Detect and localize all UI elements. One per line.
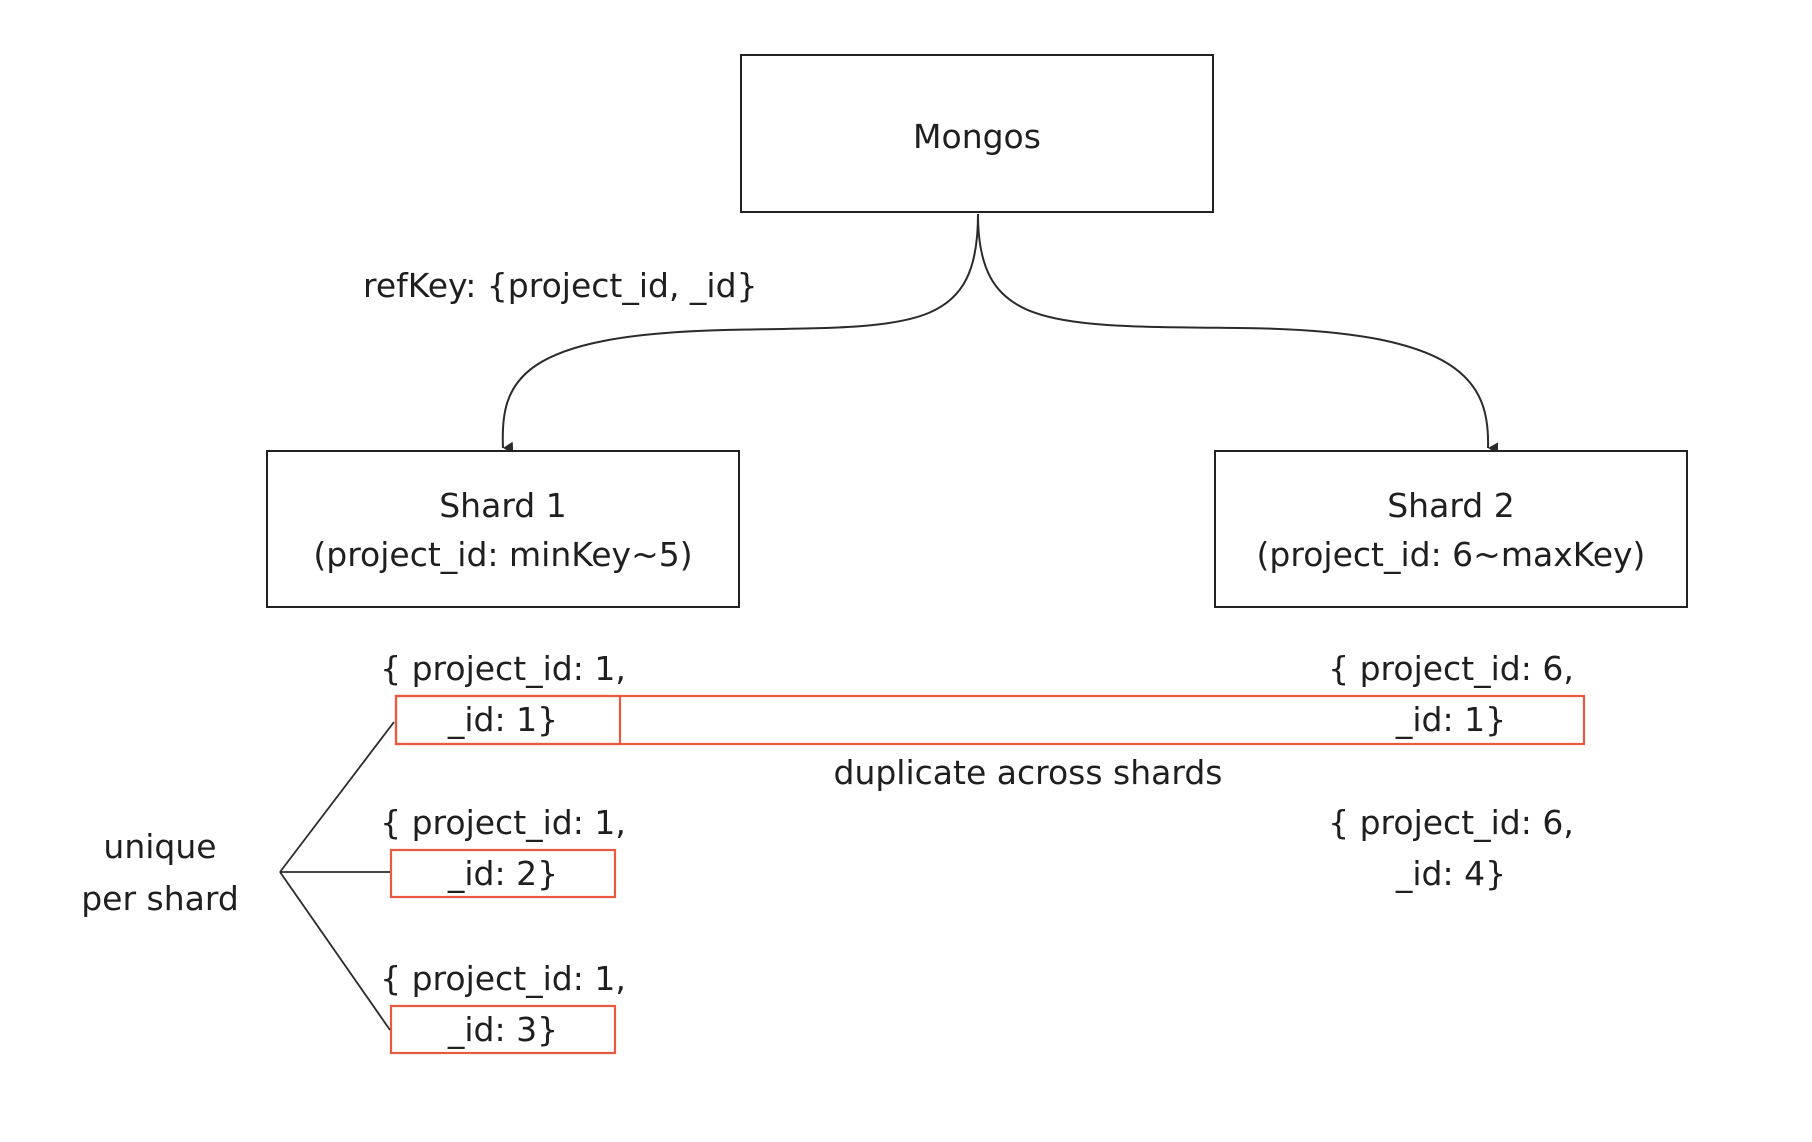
shard1-doc3-line2: _id: 3} <box>447 1010 558 1049</box>
shard1-box <box>266 450 740 608</box>
shard1-doc2-line1: { project_id: 1, <box>380 803 626 842</box>
connector-mongos-shard2 <box>977 213 1499 455</box>
bracket-line-bottom <box>279 871 391 1031</box>
shard2-doc2-line1: { project_id: 6, <box>1328 803 1574 842</box>
shard1-doc-2: { project_id: 1, _id: 2} <box>380 803 626 893</box>
unique-annotation-line1: unique <box>103 827 216 866</box>
unique-annotation-line2: per shard <box>81 879 239 918</box>
shard1-title: Shard 1 <box>439 486 567 525</box>
shard2-doc1-line2: _id: 1} <box>1395 700 1506 739</box>
shard2-doc1-line1: { project_id: 6, <box>1328 649 1574 688</box>
shard1-range: (project_id: minKey~5) <box>313 535 692 574</box>
shard1-node: Shard 1 (project_id: minKey~5) <box>266 450 740 608</box>
shard1-doc-1: { project_id: 1, _id: 1} <box>380 649 626 739</box>
mongos-node: Mongos <box>740 54 1214 213</box>
shard1-doc1-line1: { project_id: 1, <box>380 649 626 688</box>
mongos-box <box>740 54 1214 213</box>
shard2-box <box>1214 450 1688 608</box>
shard2-node: Shard 2 (project_id: 6~maxKey) <box>1214 450 1688 608</box>
shard1-doc1-highlight <box>394 694 622 746</box>
shard1-doc1-line2: _id: 1} <box>447 700 558 739</box>
shard1-doc2-line2: _id: 2} <box>447 854 558 893</box>
edge-label: refKey: {project_id, _id} <box>363 266 758 305</box>
shard1-doc-3: { project_id: 1, _id: 3} <box>380 959 626 1049</box>
mongos-title: Mongos <box>913 117 1041 156</box>
bracket-line-top <box>279 721 395 873</box>
duplicate-annotation: duplicate across shards <box>834 753 1223 792</box>
shard1-doc3-highlight <box>389 1004 617 1055</box>
shard2-doc-2: { project_id: 6, _id: 4} <box>1328 803 1574 893</box>
unique-bracket <box>279 721 395 1031</box>
shard2-range: (project_id: 6~maxKey) <box>1257 535 1646 574</box>
connector-mongos-shard1 <box>501 213 979 454</box>
shard2-doc2-line2: _id: 4} <box>1395 854 1506 893</box>
shard1-doc2-highlight <box>389 848 617 899</box>
shard2-doc-1: { project_id: 6, _id: 1} <box>1328 649 1574 739</box>
shard1-doc3-line1: { project_id: 1, <box>380 959 626 998</box>
shard2-title: Shard 2 <box>1387 486 1515 525</box>
